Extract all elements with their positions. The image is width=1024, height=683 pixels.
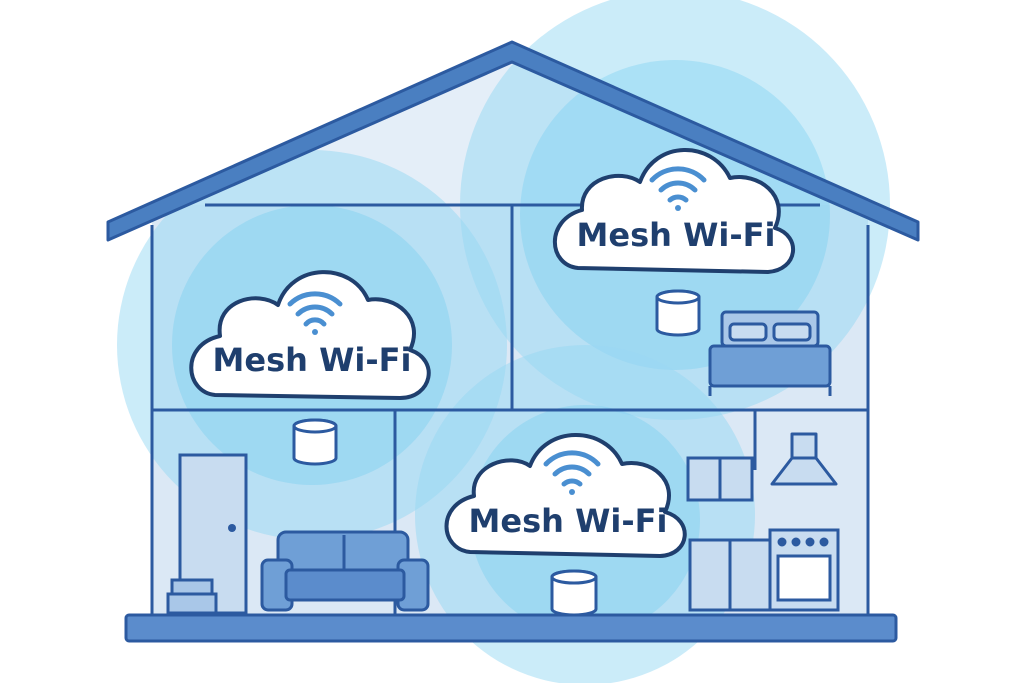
stove-icon [768, 528, 840, 612]
range-hood-icon [770, 432, 838, 486]
mesh-wifi-cloud-right: Mesh Wi-Fi [553, 148, 795, 274]
foundation [124, 613, 898, 643]
stairs-icon [166, 578, 218, 615]
mesh-router-icon [292, 418, 338, 466]
cloud-label-right: Mesh Wi-Fi [577, 216, 776, 254]
mesh-wifi-cloud-left: Mesh Wi-Fi [189, 270, 431, 400]
wifi-icon [543, 450, 601, 495]
mesh-router-icon [550, 569, 598, 617]
wifi-icon [287, 291, 343, 335]
bed-icon [708, 310, 832, 396]
wifi-icon [649, 166, 707, 211]
roof [106, 40, 920, 242]
sofa-icon [260, 530, 430, 612]
cloud-label-bottom: Mesh Wi-Fi [469, 502, 668, 540]
cloud-label-left: Mesh Wi-Fi [213, 341, 412, 379]
mesh-router-icon [655, 289, 701, 337]
mesh-wifi-cloud-bottom: Mesh Wi-Fi [444, 433, 687, 558]
